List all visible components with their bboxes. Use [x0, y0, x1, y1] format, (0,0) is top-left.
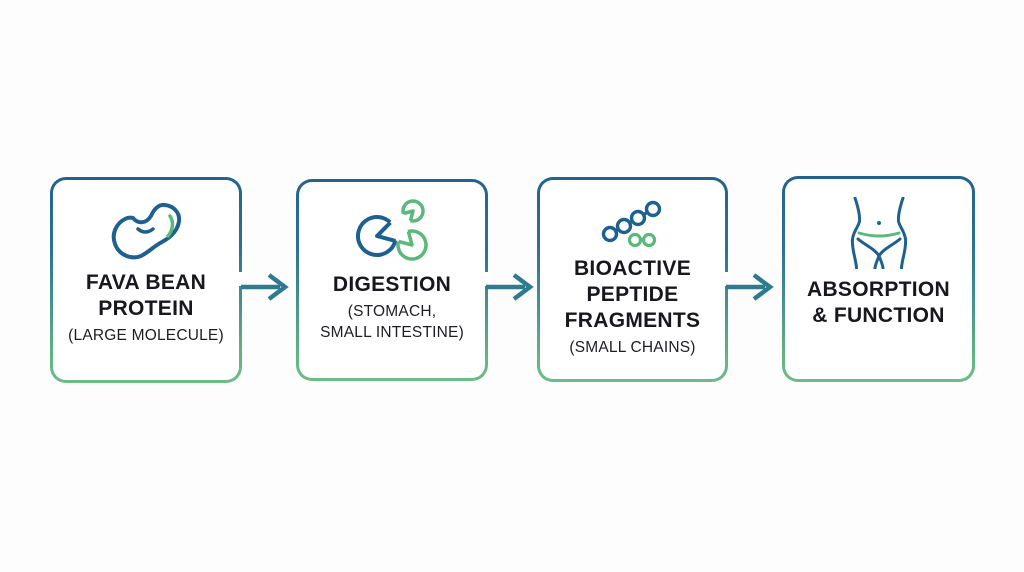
- step-card-body: ABSORPTION & FUNCTION: [785, 179, 972, 379]
- step-card-digestion: DIGESTION (STOMACH, SMALL INTESTINE): [296, 179, 488, 381]
- arrow-border-notch: [724, 272, 733, 286]
- step-title: BIOACTIVE PEPTIDE FRAGMENTS: [564, 257, 701, 332]
- step-subtitle: (LARGE MOLECULE): [68, 327, 224, 344]
- step-title: DIGESTION: [332, 273, 452, 296]
- flow-arrow: [726, 273, 774, 301]
- arrow-border-notch: [239, 272, 248, 286]
- digestion-enzymes-icon: [350, 194, 434, 268]
- flow-arrow: [486, 273, 534, 301]
- fava-bean-icon: [107, 192, 185, 266]
- flow-arrow: [241, 273, 289, 301]
- step-subtitle: (STOMACH, SMALL INTESTINE): [320, 303, 464, 341]
- peptide-chain-icon: [601, 194, 665, 252]
- body-waist-icon: [850, 193, 908, 273]
- step-title: ABSORPTION & FUNCTION: [806, 278, 950, 327]
- step-card-fava-bean-protein: FAVA BEAN PROTEIN (LARGE MOLECULE): [50, 177, 242, 383]
- step-card-body: FAVA BEAN PROTEIN (LARGE MOLECULE): [53, 180, 239, 380]
- step-card-body: DIGESTION (STOMACH, SMALL INTESTINE): [299, 182, 485, 378]
- arrow-border-notch: [484, 272, 493, 286]
- step-subtitle: (SMALL CHAINS): [569, 339, 696, 356]
- step-card-body: BIOACTIVE PEPTIDE FRAGMENTS (SMALL CHAIN…: [540, 180, 725, 379]
- step-title: FAVA BEAN PROTEIN: [85, 271, 207, 320]
- step-card-absorption-function: ABSORPTION & FUNCTION: [782, 176, 975, 382]
- step-card-bioactive-peptides: BIOACTIVE PEPTIDE FRAGMENTS (SMALL CHAIN…: [537, 177, 728, 382]
